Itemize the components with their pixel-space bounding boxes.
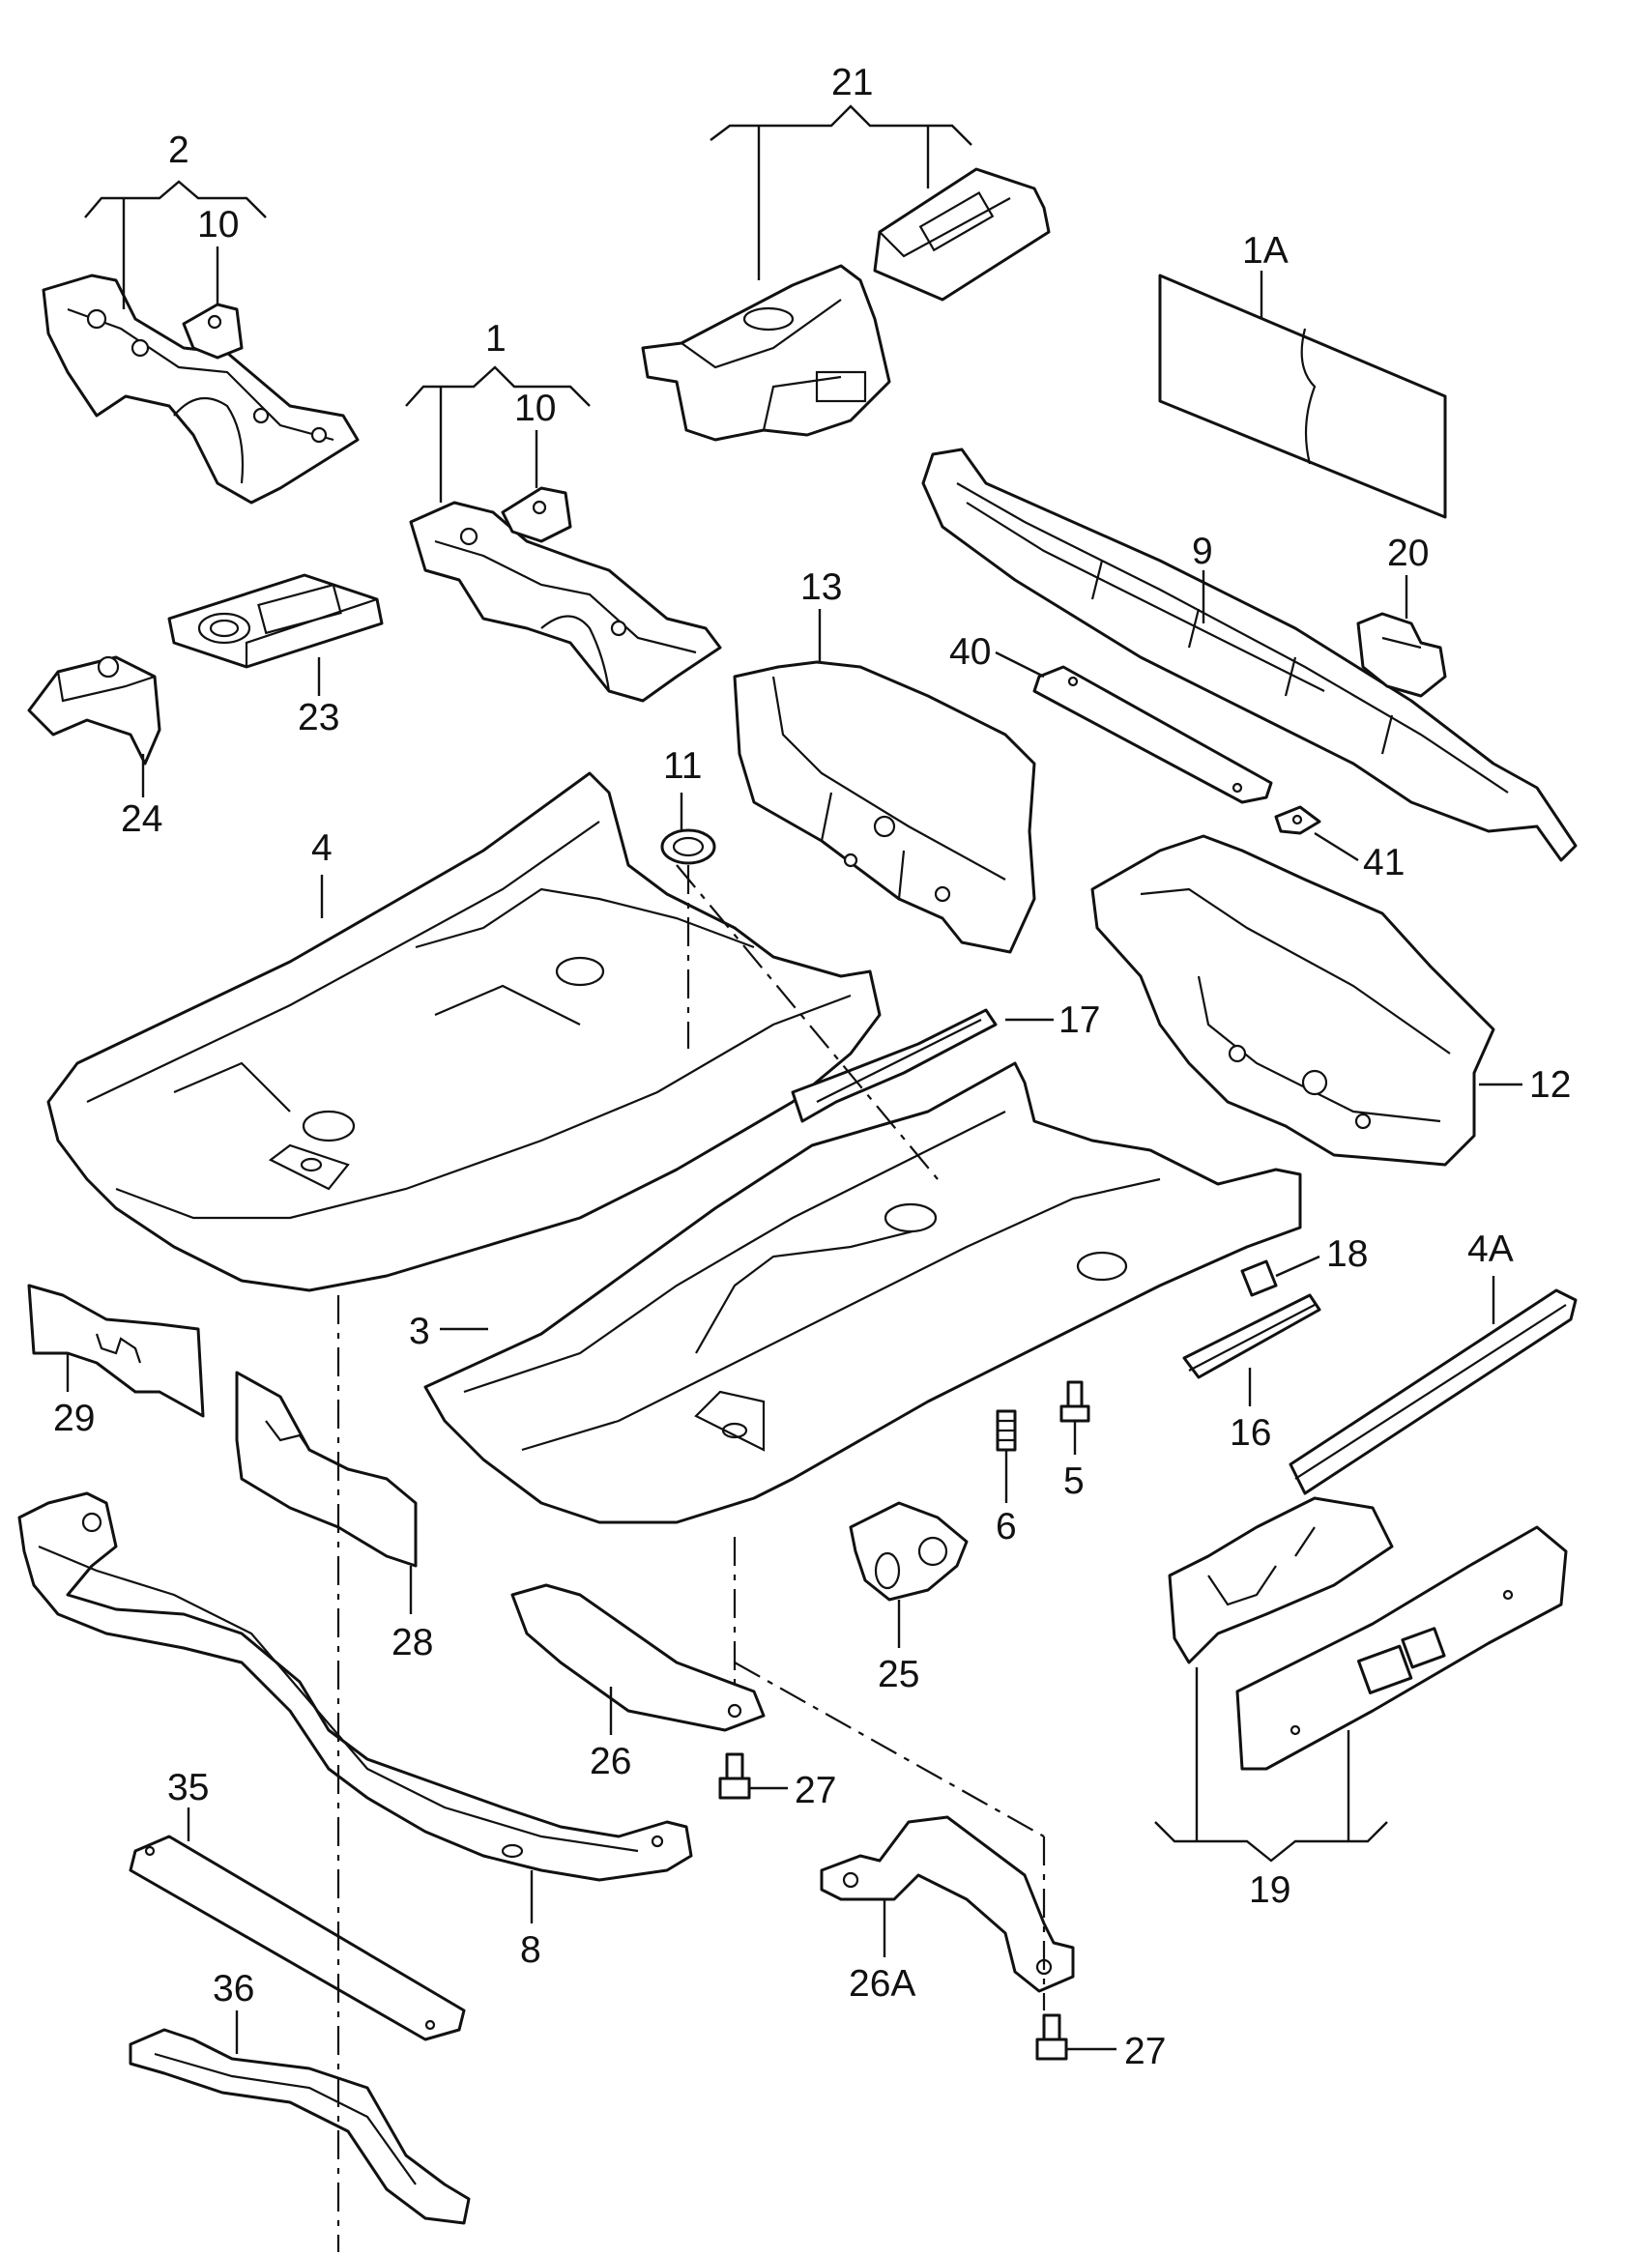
part-40-strip	[1032, 665, 1273, 804]
part-27-bolt-lower	[1035, 2013, 1068, 2061]
part-21-tunnel-bracket	[641, 264, 891, 442]
label-5: 5	[1063, 1460, 1085, 1502]
label-11: 11	[663, 745, 703, 787]
label-20: 20	[1387, 533, 1429, 574]
label-12: 12	[1529, 1064, 1571, 1106]
part-25-bracket	[849, 1501, 969, 1602]
label-1A: 1A	[1242, 230, 1289, 272]
label-10-left: 10	[197, 204, 239, 246]
label-26: 26	[590, 1741, 631, 1782]
part-13-rear-floor-section	[733, 660, 1036, 954]
part-41-clip	[1274, 805, 1321, 835]
part-35-strip	[129, 1835, 466, 2041]
part-5-bolt	[1059, 1380, 1090, 1423]
part-29-insulator	[27, 1284, 205, 1418]
label-41: 41	[1363, 842, 1405, 883]
part-4-front-floor-left	[46, 771, 882, 1292]
part-11-plug	[660, 828, 716, 865]
label-4: 4	[311, 827, 333, 869]
label-25: 25	[878, 1654, 919, 1695]
label-17: 17	[1058, 999, 1100, 1041]
part-2-cross-member	[42, 274, 360, 505]
part-20-bracket	[1356, 612, 1447, 698]
part-9-rear-cross-member	[921, 448, 1578, 862]
part-36-strip	[129, 2028, 471, 2225]
part-17-strip	[791, 1008, 998, 1123]
label-19: 19	[1249, 1869, 1290, 1911]
label-3: 3	[409, 1311, 430, 1352]
part-10-bracket-center	[501, 486, 572, 543]
part-27-bolt-upper	[718, 1752, 751, 1800]
part-1A-label-sheet	[1158, 274, 1447, 519]
part-28-insulator	[235, 1371, 418, 1568]
label-16: 16	[1230, 1412, 1271, 1454]
part-6-stud	[996, 1409, 1017, 1452]
part-3-front-floor-right	[423, 1061, 1302, 1524]
label-6: 6	[996, 1506, 1017, 1547]
part-23-plate	[167, 573, 384, 669]
part-1-cross-member	[409, 501, 722, 703]
label-4A: 4A	[1467, 1229, 1514, 1270]
label-2: 2	[168, 130, 189, 171]
part-16-strip	[1182, 1293, 1321, 1379]
label-26A: 26A	[849, 1963, 915, 2005]
label-1: 1	[485, 318, 507, 360]
label-36: 36	[213, 1968, 254, 2009]
label-40: 40	[949, 631, 991, 673]
label-23: 23	[298, 697, 339, 738]
label-10-center: 10	[514, 388, 556, 429]
part-18-clip	[1240, 1259, 1278, 1297]
part-19-side-sill	[1168, 1496, 1568, 1771]
label-21: 21	[831, 62, 873, 103]
callout-labels: 2 10 1 10 21 1A 23 24 4 11 13 9 20 40 41…	[53, 62, 1571, 2072]
label-27-lower: 27	[1124, 2031, 1166, 2072]
part-4A-rail	[1289, 1288, 1578, 1495]
part-21-side-bracket	[873, 167, 1051, 302]
alignment-lines	[336, 864, 1046, 2252]
label-24: 24	[121, 798, 162, 840]
label-28: 28	[391, 1622, 433, 1663]
part-26-bracket	[510, 1583, 766, 1732]
label-8: 8	[520, 1929, 541, 1971]
leader-lines	[66, 104, 1522, 2054]
label-13: 13	[800, 566, 842, 608]
label-18: 18	[1326, 1233, 1368, 1275]
label-9: 9	[1192, 531, 1213, 572]
part-24-bracket	[27, 655, 161, 766]
part-8-rail	[17, 1491, 693, 1882]
label-27-upper: 27	[795, 1770, 836, 1811]
label-29: 29	[53, 1398, 95, 1439]
part-12-rear-floor-section	[1090, 834, 1495, 1167]
label-35: 35	[167, 1767, 209, 1808]
